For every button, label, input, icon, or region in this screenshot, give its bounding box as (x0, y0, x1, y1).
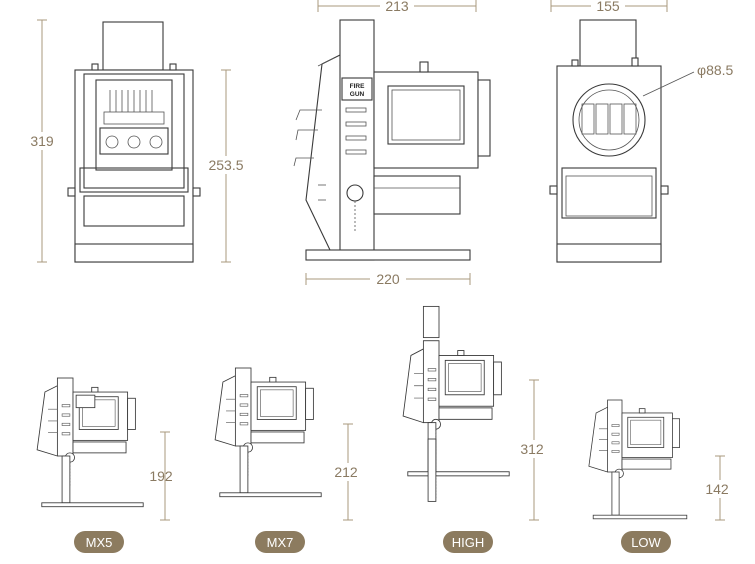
high-badge (443, 531, 493, 553)
mx5-badge (74, 531, 124, 553)
side-bottom-width-label: 220 (376, 271, 400, 287)
mx7-height-label: 212 (334, 464, 358, 480)
low-height-label: 142 (705, 481, 729, 497)
model-mx5: 192 MX5 (36, 377, 173, 553)
back-diameter-label: φ88.5 (697, 62, 734, 78)
side-bottom-dimension: 220 (305, 270, 471, 288)
low-badge (621, 531, 671, 553)
front-height-label: 319 (30, 133, 54, 149)
low-label: LOW (631, 535, 661, 550)
front-height-dimension: 319 (28, 19, 56, 263)
back-top-width-label: 155 (596, 0, 620, 14)
model-high: 312 HIGH (402, 305, 548, 553)
mx5-height-label: 192 (149, 468, 173, 484)
logo-fire: FIRE (350, 83, 365, 90)
mx5-label: MX5 (86, 535, 113, 550)
high-height-label: 312 (520, 441, 544, 457)
side-height-label: 253.5 (208, 157, 243, 173)
mx7-label: MX7 (267, 535, 294, 550)
logo-gun: GUN (350, 91, 365, 98)
back-top-dimension: 155 (550, 0, 668, 14)
back-view (549, 19, 695, 263)
side-top-width-label: 213 (385, 0, 409, 14)
front-view (67, 21, 201, 263)
model-low: 142 LOW (588, 399, 733, 553)
side-view: FIRE GUN (293, 19, 491, 261)
side-top-dimension: 213 (317, 0, 477, 14)
high-label: HIGH (452, 535, 485, 550)
model-mx7: 212 MX7 (214, 367, 361, 553)
side-height-dimension: 253.5 (205, 69, 247, 263)
mx7-badge (255, 531, 305, 553)
